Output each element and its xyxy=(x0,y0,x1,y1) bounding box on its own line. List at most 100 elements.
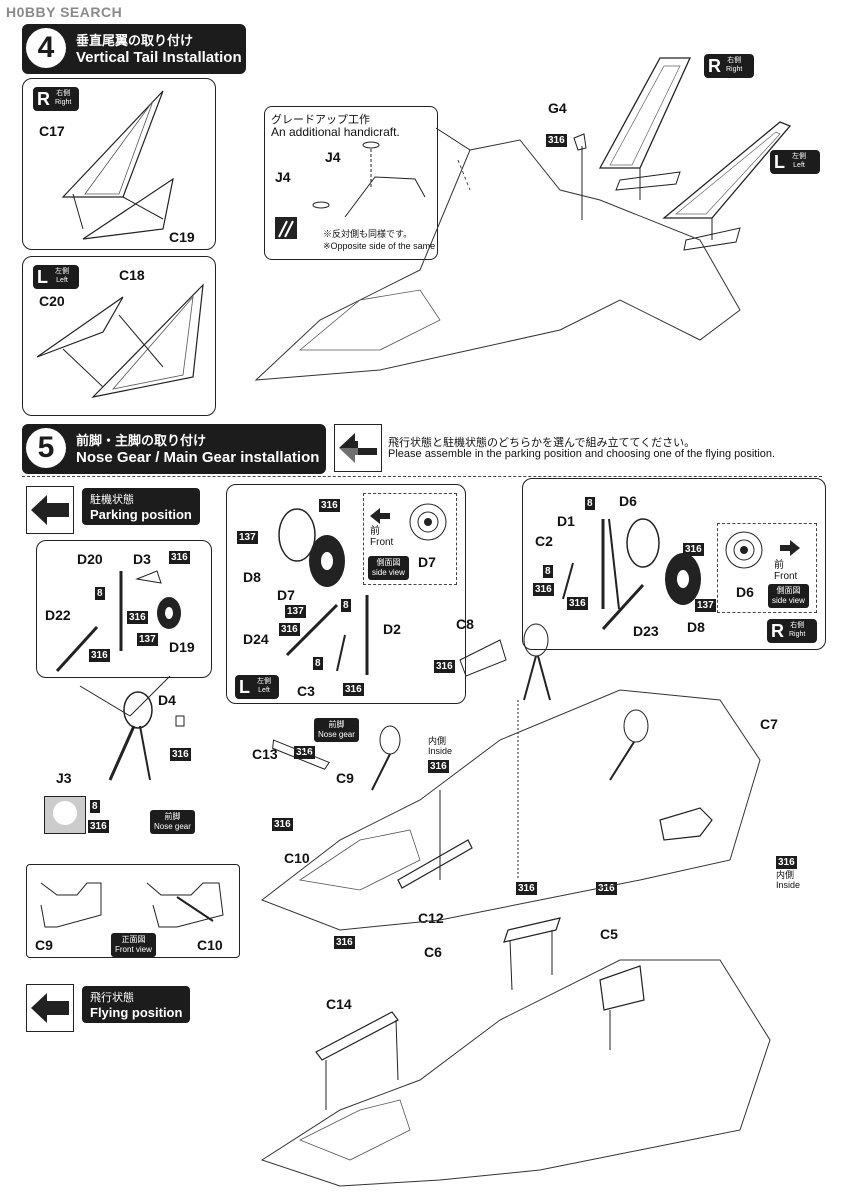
parking-position-label: 駐機状態 Parking position xyxy=(82,488,200,525)
part-d3: D3 xyxy=(133,551,151,567)
pn-137-d8: 137 xyxy=(237,531,258,544)
part-c14: C14 xyxy=(326,996,352,1012)
pn-8-c3: 8 xyxy=(313,657,323,670)
flying-arrow-icon xyxy=(26,984,74,1032)
opposite-en: ※Opposite side of the same xyxy=(323,241,436,251)
watermark: H0BBY SEARCH xyxy=(6,4,123,20)
handicraft-ja: グレードアップ工作 xyxy=(271,114,370,126)
part-d6-right: D6 xyxy=(619,493,637,509)
part-d7-side: D7 xyxy=(418,554,436,570)
handicraft-callout: グレードアップ工作 An additional handicraft. J4 J… xyxy=(264,106,438,260)
pn-316-d22: 316 xyxy=(89,649,110,662)
part-d4: D4 xyxy=(158,692,176,708)
nose-gear-parking-drawing xyxy=(55,570,181,673)
part-d8-left: D8 xyxy=(243,569,261,585)
part-d8-right: D8 xyxy=(687,619,705,635)
part-c6: C6 xyxy=(424,944,442,960)
step5-header: 5 前脚・主脚の取り付け Nose Gear / Main Gear insta… xyxy=(22,424,326,474)
pn-316-d3: 316 xyxy=(169,551,190,564)
part-d1: D1 xyxy=(557,513,575,529)
pn-316-c12: 316 xyxy=(334,936,355,949)
step4-number: 4 xyxy=(26,28,66,68)
pn-316-d19: 316 xyxy=(127,611,148,624)
part-d23: D23 xyxy=(633,623,659,639)
part-c12: C12 xyxy=(418,910,444,926)
part-c9-front: C9 xyxy=(35,937,53,953)
part-d7-left: D7 xyxy=(277,587,295,603)
pn-8-d20: 8 xyxy=(95,587,105,600)
flying-position-label: 飛行状態 Flying position xyxy=(82,986,191,1023)
part-c10: C10 xyxy=(284,850,310,866)
pn-316-c13: 316 xyxy=(294,746,315,759)
pn-137-d7: 137 xyxy=(285,605,306,618)
pn-316-g4: 316 xyxy=(546,134,567,147)
pn-316-c7: 316 xyxy=(776,856,797,869)
part-d20: D20 xyxy=(77,551,103,567)
pn-316-d23: 316 xyxy=(567,597,588,610)
pn-316-body-2: 316 xyxy=(596,882,617,895)
part-c19: C19 xyxy=(169,229,195,245)
step5-instruction-en: Please assemble in the parking position … xyxy=(388,448,776,460)
handicraft-en: An additional handicraft. xyxy=(271,125,400,139)
step5-number: 5 xyxy=(26,428,66,468)
left-tail-drawing xyxy=(36,283,204,398)
part-d24: D24 xyxy=(243,631,269,647)
pn-8-j3: 8 xyxy=(90,800,100,813)
j3-detail-box xyxy=(44,796,86,834)
pn-316-d8-top: 316 xyxy=(319,499,340,512)
step5-title-en: Nose Gear / Main Gear installation xyxy=(76,449,320,466)
part-g4: G4 xyxy=(548,100,567,116)
part-c9: C9 xyxy=(336,770,354,786)
part-c8: C8 xyxy=(456,616,474,632)
pn-316-inside: 316 xyxy=(428,760,449,773)
nose-gear-parking-panel: D20 D3 316 8 D22 316 137 D19 316 xyxy=(36,540,212,678)
part-c2: C2 xyxy=(535,533,553,549)
step4-title-ja: 垂直尾翼の取り付け xyxy=(76,33,194,48)
right-main-gear-drawing xyxy=(562,518,701,631)
part-d2: D2 xyxy=(383,621,401,637)
choice-arrow-icon xyxy=(334,424,382,472)
front-view-drawing xyxy=(40,882,224,928)
pn-316-c10: 316 xyxy=(272,818,293,831)
part-j3: J3 xyxy=(56,770,72,786)
part-c7: C7 xyxy=(760,716,778,732)
pn-8-d1: 8 xyxy=(585,497,595,510)
step4-header: 4 垂直尾翼の取り付け Vertical Tail Installation xyxy=(22,24,246,74)
part-c20: C20 xyxy=(39,293,65,309)
part-c18: C18 xyxy=(119,267,145,283)
pn-137-d8-right: 137 xyxy=(695,599,716,612)
part-c13: C13 xyxy=(252,746,278,762)
parking-arrow-icon xyxy=(26,486,74,534)
pn-316-d8-right: 316 xyxy=(683,543,704,556)
pn-316-j3: 316 xyxy=(88,820,109,833)
part-d19: D19 xyxy=(169,639,195,655)
part-c10-front: C10 xyxy=(197,937,223,953)
pn-8-d2: 8 xyxy=(341,599,351,612)
pn-316-body-1: 316 xyxy=(516,882,537,895)
pn-316-c8: 316 xyxy=(434,660,455,673)
right-tail-drawing xyxy=(61,90,174,240)
left-main-gear-drawing xyxy=(278,508,369,675)
part-c17: C17 xyxy=(39,123,65,139)
pn-8-c2: 8 xyxy=(543,565,553,578)
section-divider xyxy=(22,476,822,477)
